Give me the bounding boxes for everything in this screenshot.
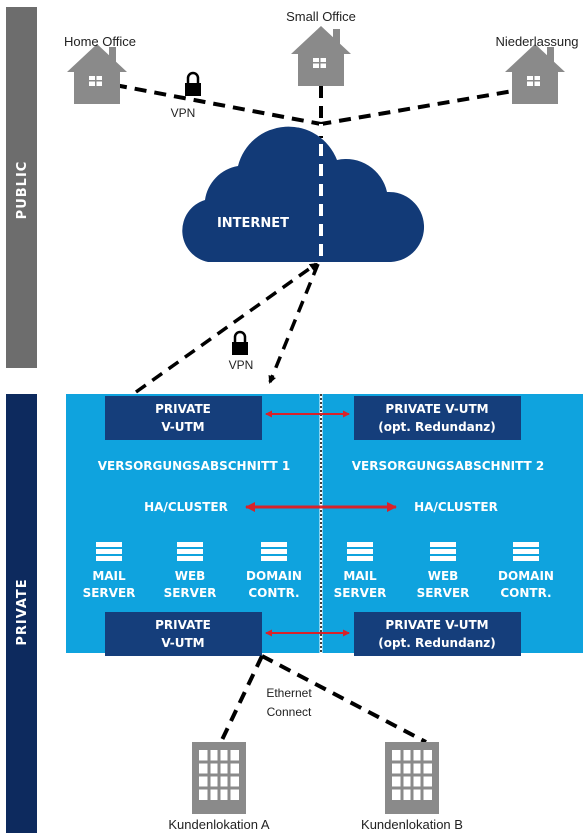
public-label: PUBLIC — [15, 161, 30, 220]
private-label: PRIVATE — [15, 578, 30, 645]
small-office-label: Small Office — [286, 9, 356, 24]
svg-text:PRIVATE: PRIVATE — [155, 402, 211, 416]
web-server-label: WEB — [428, 569, 459, 583]
branch-label: Niederlassung — [495, 34, 578, 49]
server-icon — [96, 542, 122, 561]
link-utm-internet — [134, 262, 318, 394]
server-labels-left: MAIL SERVER WEB SERVER DOMAIN CONTR. — [83, 569, 302, 600]
customer-a-label: Kundenlokation A — [168, 817, 270, 832]
utm-box-top-left[interactable]: PRIVATE V-UTM — [105, 396, 262, 440]
mail-server-label: MAIL — [343, 569, 377, 583]
home-office-label: Home Office — [64, 34, 136, 49]
public-section-bar: PUBLIC — [6, 7, 37, 368]
house-icon — [291, 26, 351, 86]
domain-contr-label: DOMAIN — [498, 569, 554, 583]
domain-contr-label: DOMAIN — [246, 569, 302, 583]
house-icon — [67, 44, 127, 104]
link-internet-utm — [268, 263, 320, 384]
server-icon — [513, 542, 539, 561]
svg-text:PRIVATE V-UTM: PRIVATE V-UTM — [385, 618, 488, 632]
svg-text:PRIVATE: PRIVATE — [155, 618, 211, 632]
building-icon — [192, 742, 246, 814]
svg-text:SERVER: SERVER — [164, 586, 217, 600]
web-server-label: WEB — [175, 569, 206, 583]
utm-box-top-right[interactable]: PRIVATE V-UTM (opt. Redundanz) — [354, 396, 521, 440]
svg-text:(opt. Redundanz): (opt. Redundanz) — [378, 636, 496, 650]
house-icon — [505, 44, 565, 104]
ethernet-links — [219, 654, 427, 744]
utm-box-bottom-right[interactable]: PRIVATE V-UTM (opt. Redundanz) — [354, 612, 521, 656]
zone2-title: VERSORGUNGSABSCHNITT 2 — [352, 459, 545, 473]
ethernet-label-1: Ethernet — [266, 686, 312, 700]
private-section-bar: PRIVATE — [6, 394, 37, 833]
customer-b-label: Kundenlokation B — [361, 817, 463, 832]
svg-text:(opt. Redundanz): (opt. Redundanz) — [378, 420, 496, 434]
svg-text:PRIVATE V-UTM: PRIVATE V-UTM — [385, 402, 488, 416]
svg-text:CONTR.: CONTR. — [248, 586, 299, 600]
lock-icon — [232, 330, 248, 355]
building-icon — [385, 742, 439, 814]
ha-cluster-left: HA/CLUSTER — [144, 500, 228, 514]
server-icon — [430, 542, 456, 561]
cloud-icon — [182, 126, 425, 262]
utm-box-bottom-left[interactable]: PRIVATE V-UTM — [105, 612, 262, 656]
svg-text:V-UTM: V-UTM — [161, 636, 204, 650]
server-icon — [177, 542, 203, 561]
server-icon — [347, 542, 373, 561]
vpn-label-top: VPN — [171, 106, 196, 120]
ethernet-label-2: Connect — [267, 705, 312, 719]
server-icon — [261, 542, 287, 561]
internet-label: INTERNET — [217, 216, 289, 231]
lock-icon — [185, 71, 201, 96]
server-labels-right: MAIL SERVER WEB SERVER DOMAIN CONTR. — [334, 569, 554, 600]
svg-text:SERVER: SERVER — [83, 586, 136, 600]
zone1-title: VERSORGUNGSABSCHNITT 1 — [98, 459, 291, 473]
vpn-label-middle: VPN — [229, 358, 254, 372]
ha-cluster-right: HA/CLUSTER — [414, 500, 498, 514]
svg-text:V-UTM: V-UTM — [161, 420, 204, 434]
svg-text:CONTR.: CONTR. — [500, 586, 551, 600]
svg-text:SERVER: SERVER — [417, 586, 470, 600]
mail-server-label: MAIL — [92, 569, 126, 583]
svg-text:SERVER: SERVER — [334, 586, 387, 600]
